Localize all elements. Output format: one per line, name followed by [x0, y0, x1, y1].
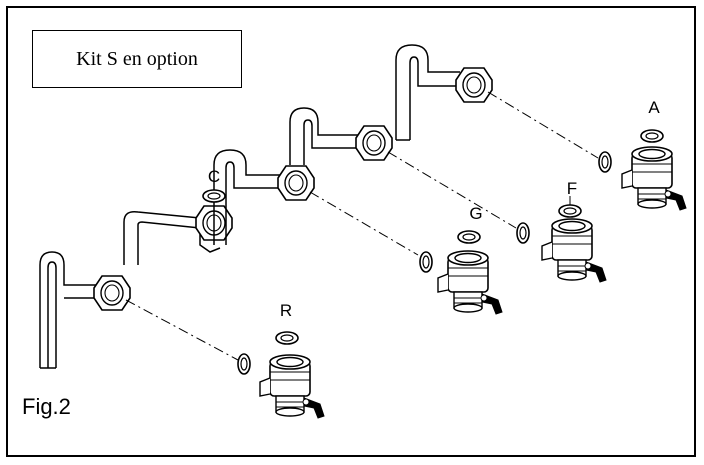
label-r: R	[280, 301, 292, 320]
label-c: C	[208, 167, 220, 186]
gasket-f-side	[516, 222, 530, 244]
gasket-c	[202, 189, 226, 203]
pipe-r	[39, 251, 98, 369]
label-f: F	[567, 179, 577, 198]
nut-r	[93, 275, 131, 311]
title-box: Kit S en option	[32, 30, 242, 88]
figure-label: Fig.2	[22, 394, 71, 419]
pipe-f	[289, 107, 362, 165]
gasket-g-side	[419, 251, 433, 273]
gasket-r-side	[237, 353, 251, 375]
valve-a	[621, 146, 687, 211]
gasket-a-side	[598, 151, 612, 173]
valve-r	[259, 354, 325, 419]
pipe-a	[395, 44, 460, 141]
gasket-r-top	[275, 331, 299, 345]
gasket-f-top	[558, 204, 582, 218]
gasket-a-top	[640, 129, 664, 143]
label-g: G	[469, 204, 482, 223]
kit-title: Kit S en option	[76, 47, 198, 70]
valve-g	[437, 250, 503, 315]
nut-a	[455, 67, 493, 103]
nut-g	[277, 165, 315, 201]
pipe-g	[213, 149, 280, 245]
valve-f	[541, 218, 607, 283]
nut-f	[355, 125, 393, 161]
label-a: A	[648, 98, 660, 117]
gasket-g-top	[457, 230, 481, 244]
